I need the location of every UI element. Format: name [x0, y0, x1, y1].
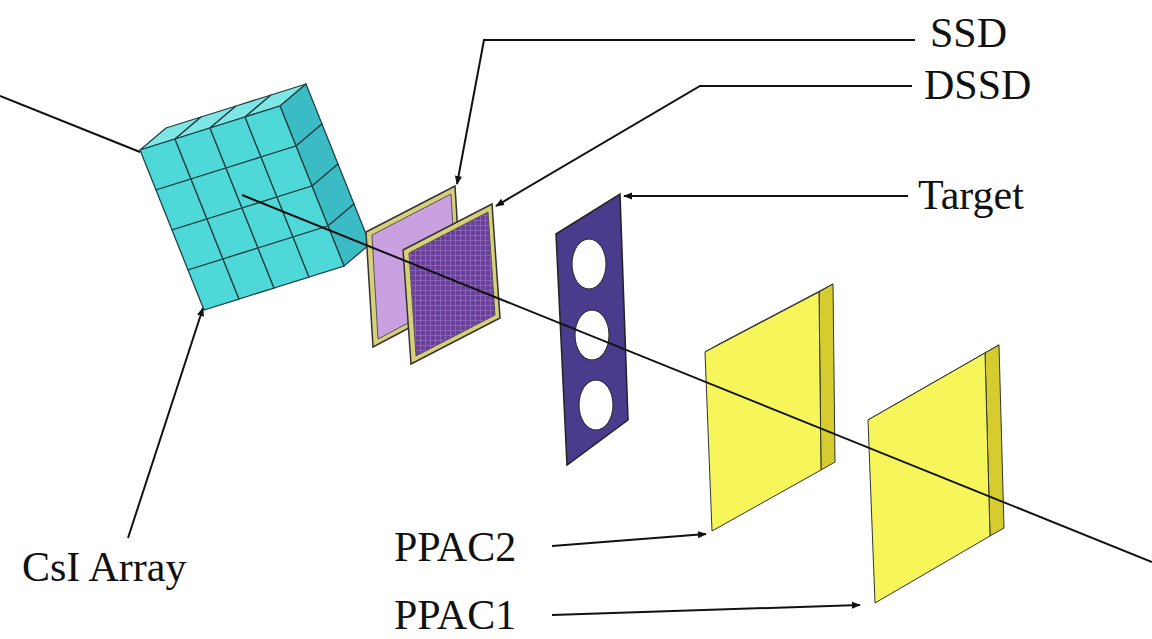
- part-label: PPAC2: [394, 526, 516, 568]
- leader-lines: [128, 40, 915, 615]
- part-label: Target: [918, 174, 1024, 216]
- dssd-detector: [403, 204, 500, 364]
- leader-line: [128, 308, 203, 538]
- part-label: CsI Array: [22, 546, 186, 588]
- part-label: DSSD: [924, 64, 1031, 106]
- part-label: SSD: [930, 12, 1007, 54]
- part-label: PPAC1: [394, 594, 516, 636]
- leader-line: [552, 605, 860, 615]
- leader-line: [496, 86, 912, 206]
- leader-line: [457, 40, 915, 184]
- beam-line: [242, 195, 1152, 562]
- leader-line: [552, 534, 706, 546]
- target-ladder: [556, 194, 628, 465]
- leader-line: [624, 195, 908, 197]
- csi-array: [140, 84, 370, 310]
- beam-line: [0, 96, 140, 152]
